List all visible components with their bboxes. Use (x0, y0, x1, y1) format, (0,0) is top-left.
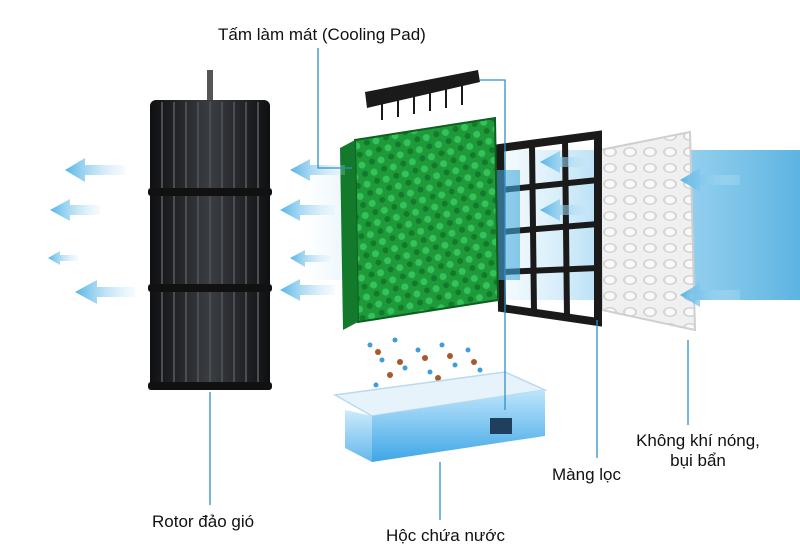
arrow-left-icon (48, 151, 740, 307)
leader-lines (209, 48, 689, 520)
label-water-tank: Hộc chứa nước (386, 526, 505, 545)
label-cooling-pad: Tấm làm mát (Cooling Pad) (218, 25, 426, 44)
label-hot-air: Không khí nóng, bụi bẩn (618, 431, 778, 471)
water-distributor (365, 70, 480, 120)
water-tank (332, 371, 548, 462)
label-filter: Màng lọc (552, 465, 621, 484)
cooling-pad (340, 116, 500, 330)
rotor (148, 70, 272, 390)
label-hot-air-line1: Không khí nóng, (636, 431, 760, 450)
label-hot-air-line2: bụi bẩn (670, 451, 726, 470)
label-rotor: Rotor đảo gió (152, 512, 255, 531)
mesh-filter-panel (598, 130, 697, 332)
